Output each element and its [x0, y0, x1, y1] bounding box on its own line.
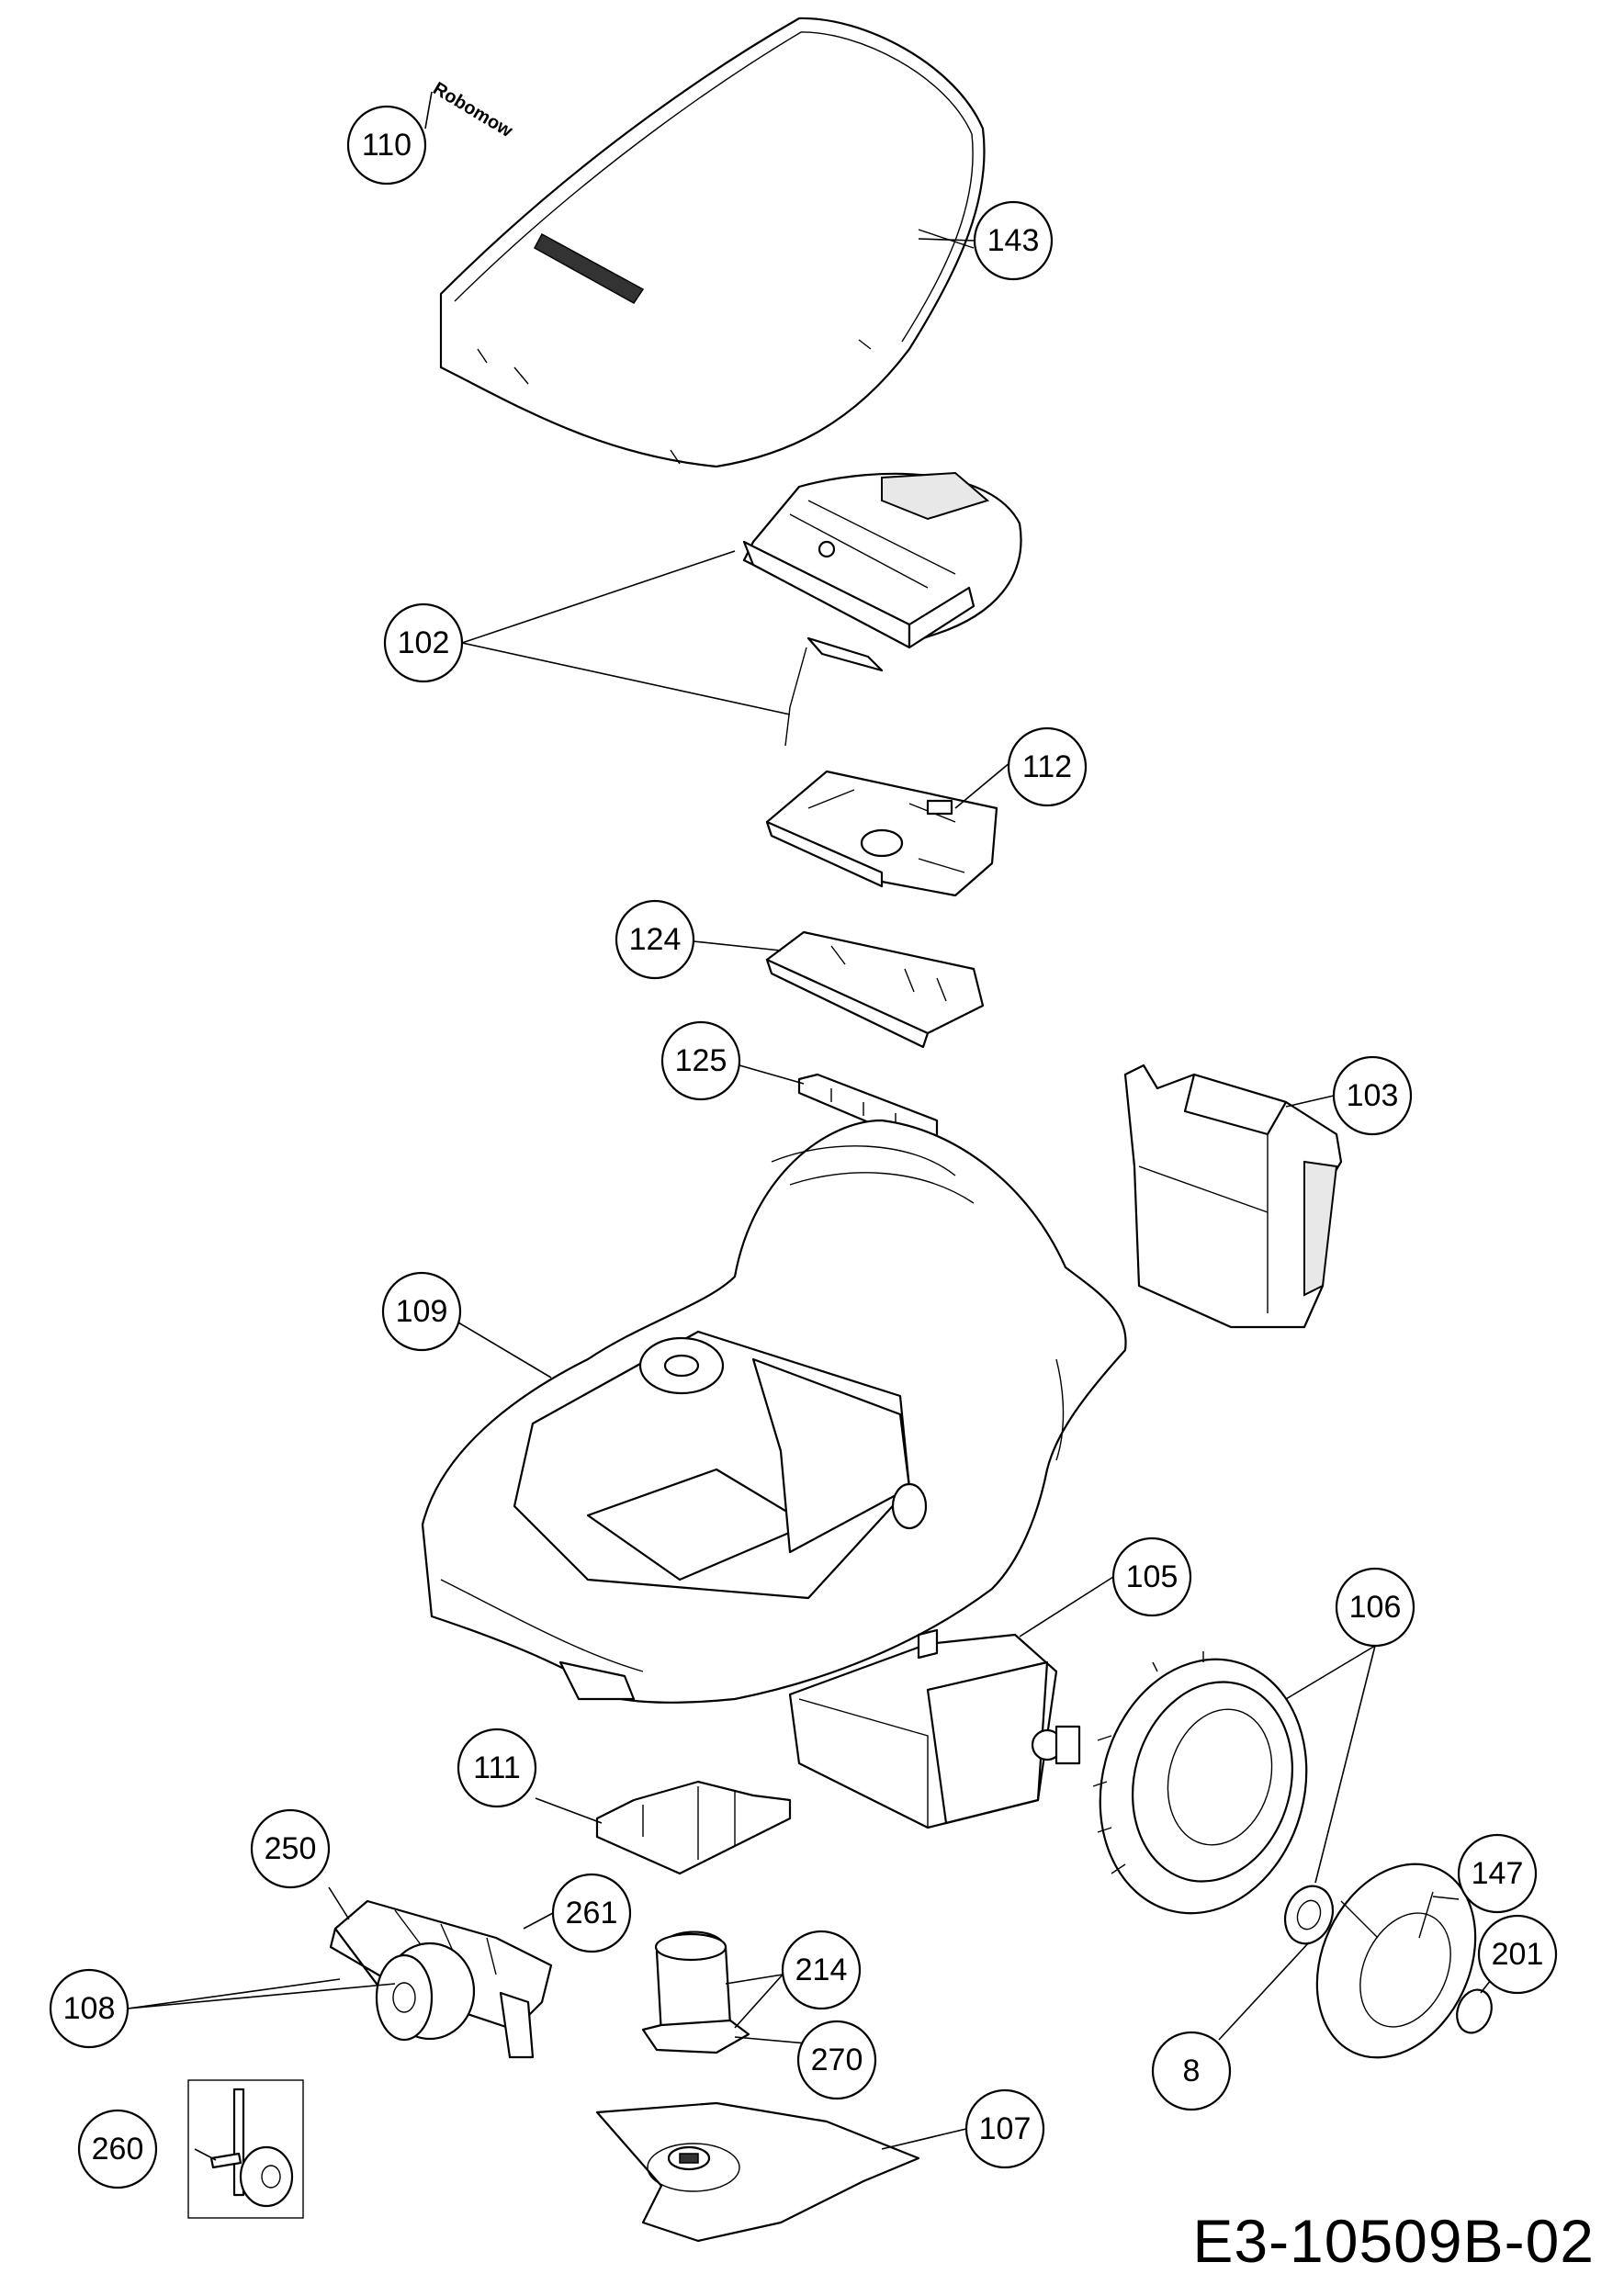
- callout-214-label: 214: [795, 1953, 848, 1987]
- callout-201: 201: [1477, 1914, 1558, 1995]
- keypad-housing-part: [742, 471, 1022, 747]
- callout-103: 103: [1332, 1055, 1413, 1136]
- callout-250-label: 250: [265, 1831, 317, 1866]
- hub-part: [1283, 1885, 1335, 1945]
- callout-270: 270: [796, 2020, 877, 2100]
- cutting-motor-part: [641, 1930, 750, 2054]
- callout-112: 112: [1007, 726, 1088, 807]
- callout-105-label: 105: [1126, 1559, 1179, 1594]
- leader-lines: [127, 91, 1505, 2161]
- callout-124: 124: [615, 899, 695, 980]
- callout-108: 108: [49, 1968, 130, 2049]
- wheel-cover-part: [1315, 1863, 1477, 2059]
- cover-logo: Robomow: [429, 78, 516, 141]
- circuit-board-part: [765, 770, 998, 897]
- callout-111-label: 111: [473, 1750, 521, 1785]
- callout-214: 214: [781, 1930, 862, 2010]
- callout-124-label: 124: [629, 922, 682, 957]
- callout-110: 110: [346, 105, 427, 186]
- callout-8-label: 8: [1183, 2054, 1201, 2088]
- callout-125-label: 125: [675, 1043, 727, 1078]
- front-wheel-part: [375, 1941, 476, 2042]
- callout-107-label: 107: [979, 2111, 1032, 2146]
- callout-105: 105: [1111, 1536, 1192, 1617]
- drive-wheel-part: [1092, 1651, 1308, 1915]
- callout-111: 111: [457, 1728, 537, 1808]
- callout-260-label: 260: [92, 2132, 144, 2167]
- callout-261-label: 261: [566, 1896, 618, 1930]
- cover-logo-text: Robomow: [429, 78, 516, 141]
- callout-125: 125: [660, 1020, 741, 1101]
- callout-106: 106: [1335, 1567, 1415, 1648]
- callout-102-label: 102: [398, 625, 450, 660]
- callout-147-label: 147: [1472, 1856, 1524, 1891]
- callout-143-label: 143: [987, 223, 1040, 258]
- callout-108-label: 108: [63, 1991, 116, 2026]
- callout-106-label: 106: [1349, 1590, 1402, 1625]
- callout-260: 260: [77, 2109, 158, 2189]
- callout-201-label: 201: [1492, 1937, 1544, 1972]
- callout-112-label: 112: [1022, 749, 1072, 784]
- top-cover-part: [439, 17, 986, 468]
- bracket-part: [595, 1780, 792, 1875]
- callout-102: 102: [383, 602, 464, 683]
- callout-109: 109: [381, 1271, 462, 1352]
- battery-housing-part: [1123, 1064, 1343, 1329]
- callout-261: 261: [551, 1873, 632, 1953]
- callout-109-label: 109: [396, 1294, 448, 1329]
- callout-147: 147: [1457, 1833, 1538, 1914]
- callout-250: 250: [250, 1808, 331, 1889]
- motor-gearbox-part: [788, 1628, 1081, 1829]
- callout-110-label: 110: [362, 128, 412, 163]
- chassis-part: [421, 1119, 1127, 1704]
- callout-107: 107: [964, 2088, 1045, 2169]
- callout-103-label: 103: [1347, 1078, 1399, 1113]
- callout-8: 8: [1151, 2031, 1232, 2111]
- drawing-number: E3-10509B-02: [1192, 2207, 1595, 2275]
- callout-270-label: 270: [811, 2043, 863, 2077]
- board-tray-part: [765, 930, 985, 1049]
- callout-143: 143: [973, 200, 1054, 281]
- caster-assembly-part: [187, 2079, 304, 2219]
- blade-part: [595, 2101, 920, 2243]
